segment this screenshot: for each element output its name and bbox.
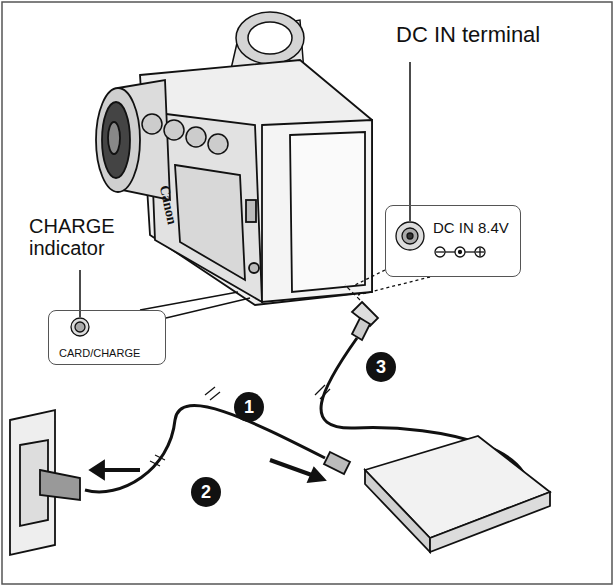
ac-cord: [85, 387, 350, 492]
lens: [96, 80, 170, 200]
dc-in-inset: [355, 62, 485, 295]
inset-box: CHARGE indicatorCARD/CHARGE: [48, 310, 166, 365]
buttons: [142, 114, 228, 154]
callout-circles: [191, 352, 396, 507]
charge-inset: [71, 270, 250, 336]
indicator-heading: CHARGE indicator: [29, 215, 154, 259]
rating-text: DC IN 8.4V: [433, 220, 509, 237]
callout-number: 2: [201, 483, 211, 501]
inset-box: DC IN terminalDC IN 8.4V: [385, 205, 521, 277]
indicator-text: CARD/CHARGE: [59, 347, 140, 359]
camcorder-body: [140, 60, 372, 305]
ac-adapter: [365, 436, 550, 552]
callout-number: 1: [244, 398, 254, 416]
callout-number: 3: [376, 358, 386, 376]
wall-outlet: [10, 410, 80, 555]
terminal-heading: DC IN terminal: [396, 23, 540, 47]
